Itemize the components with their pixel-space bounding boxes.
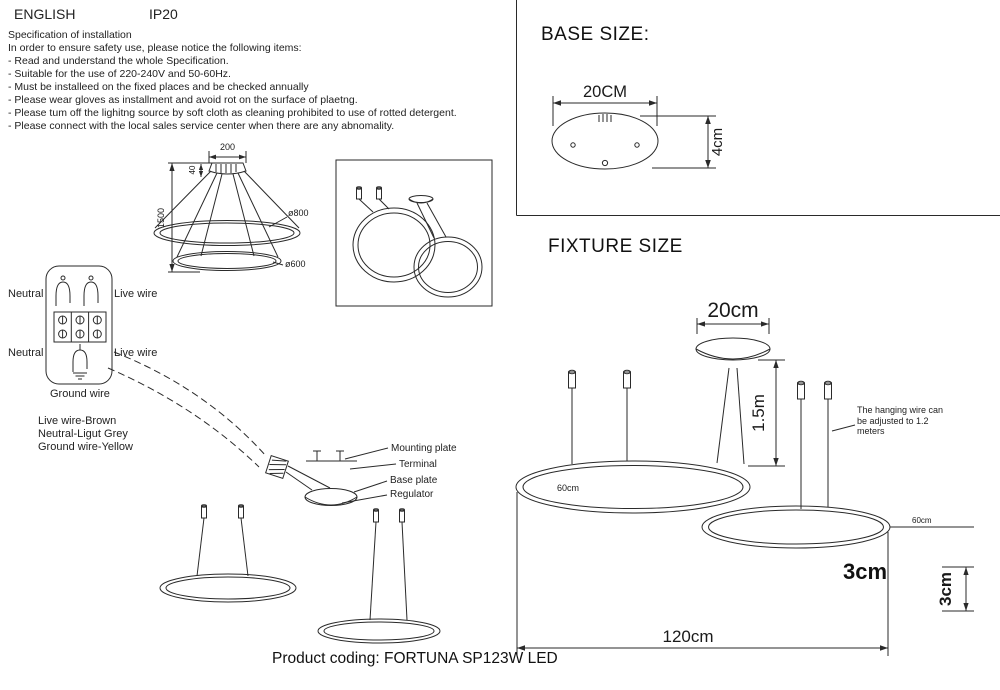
wiring-neutral-top-label: Neutral <box>8 288 44 300</box>
mounting-plate-label: Mounting plate <box>391 443 457 454</box>
wiring-legend-live: Live wire-Brown <box>38 415 117 427</box>
fixture-canopy-width-label: 20cm <box>707 299 758 322</box>
fixture-ring2-diameter-label: 60cm <box>912 516 932 525</box>
terminal-label: Terminal <box>399 459 437 470</box>
language-label: ENGLISH <box>14 6 76 22</box>
section-dividers <box>516 0 1000 216</box>
installation-assembly-drawing <box>107 351 441 644</box>
drop-height-label: 1500 <box>156 208 166 228</box>
base-height-label: 4cm <box>709 128 726 156</box>
fixture-total-width-label: 120cm <box>662 627 713 646</box>
canopy-height-label: 40 <box>188 165 197 174</box>
spec-item: - Suitable for the use of 220-240V and 5… <box>8 68 231 80</box>
hanging-wire-note: The hanging wire can be adjusted to 1.2 … <box>857 405 944 436</box>
fixture-ring1-diameter-label: 60cm <box>557 483 579 493</box>
spec-title: Specification of installation <box>8 29 132 41</box>
fixture-size-drawing: 20cm 1.5m 60cm 60cm 3cm 120cm <box>515 299 974 656</box>
wire-connector <box>265 455 289 479</box>
spec-item: - Please connect with the local sales se… <box>8 120 395 132</box>
ring-height-label: 3cm <box>843 559 888 584</box>
base-size-title: BASE SIZE: <box>541 24 650 45</box>
wiring-ground-label: Ground wire <box>50 388 110 400</box>
pendant-dimension-drawing: 200 40 1500 ø800 ø600 <box>153 142 309 273</box>
wiring-live-top-label: Live wire <box>114 288 158 300</box>
fixture-ring-height-side-label: 3cm <box>936 572 955 606</box>
arrangement-inset-drawing <box>335 159 493 307</box>
terminal-block-drawing <box>45 265 113 385</box>
spec-item: - Read and understand the whole Specific… <box>8 55 229 67</box>
spec-item: - Please wear gloves as installment and … <box>8 94 358 106</box>
spec-item: - Must be installeed on the fixed places… <box>8 81 309 93</box>
product-coding: Product coding: FORTUNA SP123W LED <box>272 650 558 667</box>
base-width-label: 20CM <box>583 83 627 101</box>
wiring-legend-ground: Ground wire-Yellow <box>38 441 133 453</box>
ring-large-label: ø800 <box>288 208 309 218</box>
wiring-legend-neutral: Neutral-Ligut Grey <box>38 428 128 440</box>
base-plate-label: Base plate <box>390 475 438 486</box>
fixture-drop-height-label: 1.5m <box>749 394 768 432</box>
ip-rating-label: IP20 <box>149 6 178 22</box>
wiring-neutral-bottom-label: Neutral <box>8 347 44 359</box>
fixture-size-title: FIXTURE SIZE <box>548 236 683 257</box>
base-size-drawing: 20CM 4cm <box>551 83 726 170</box>
spec-item: - Please tum off the lighitng source by … <box>8 107 457 119</box>
regulator-label: Regulator <box>390 489 434 500</box>
ring-small-label: ø600 <box>285 259 306 269</box>
spec-intro: In order to ensure safety use, please no… <box>8 42 302 54</box>
wiring-live-bottom-label: Live wire <box>114 347 158 359</box>
canopy-width-label: 200 <box>220 142 235 152</box>
